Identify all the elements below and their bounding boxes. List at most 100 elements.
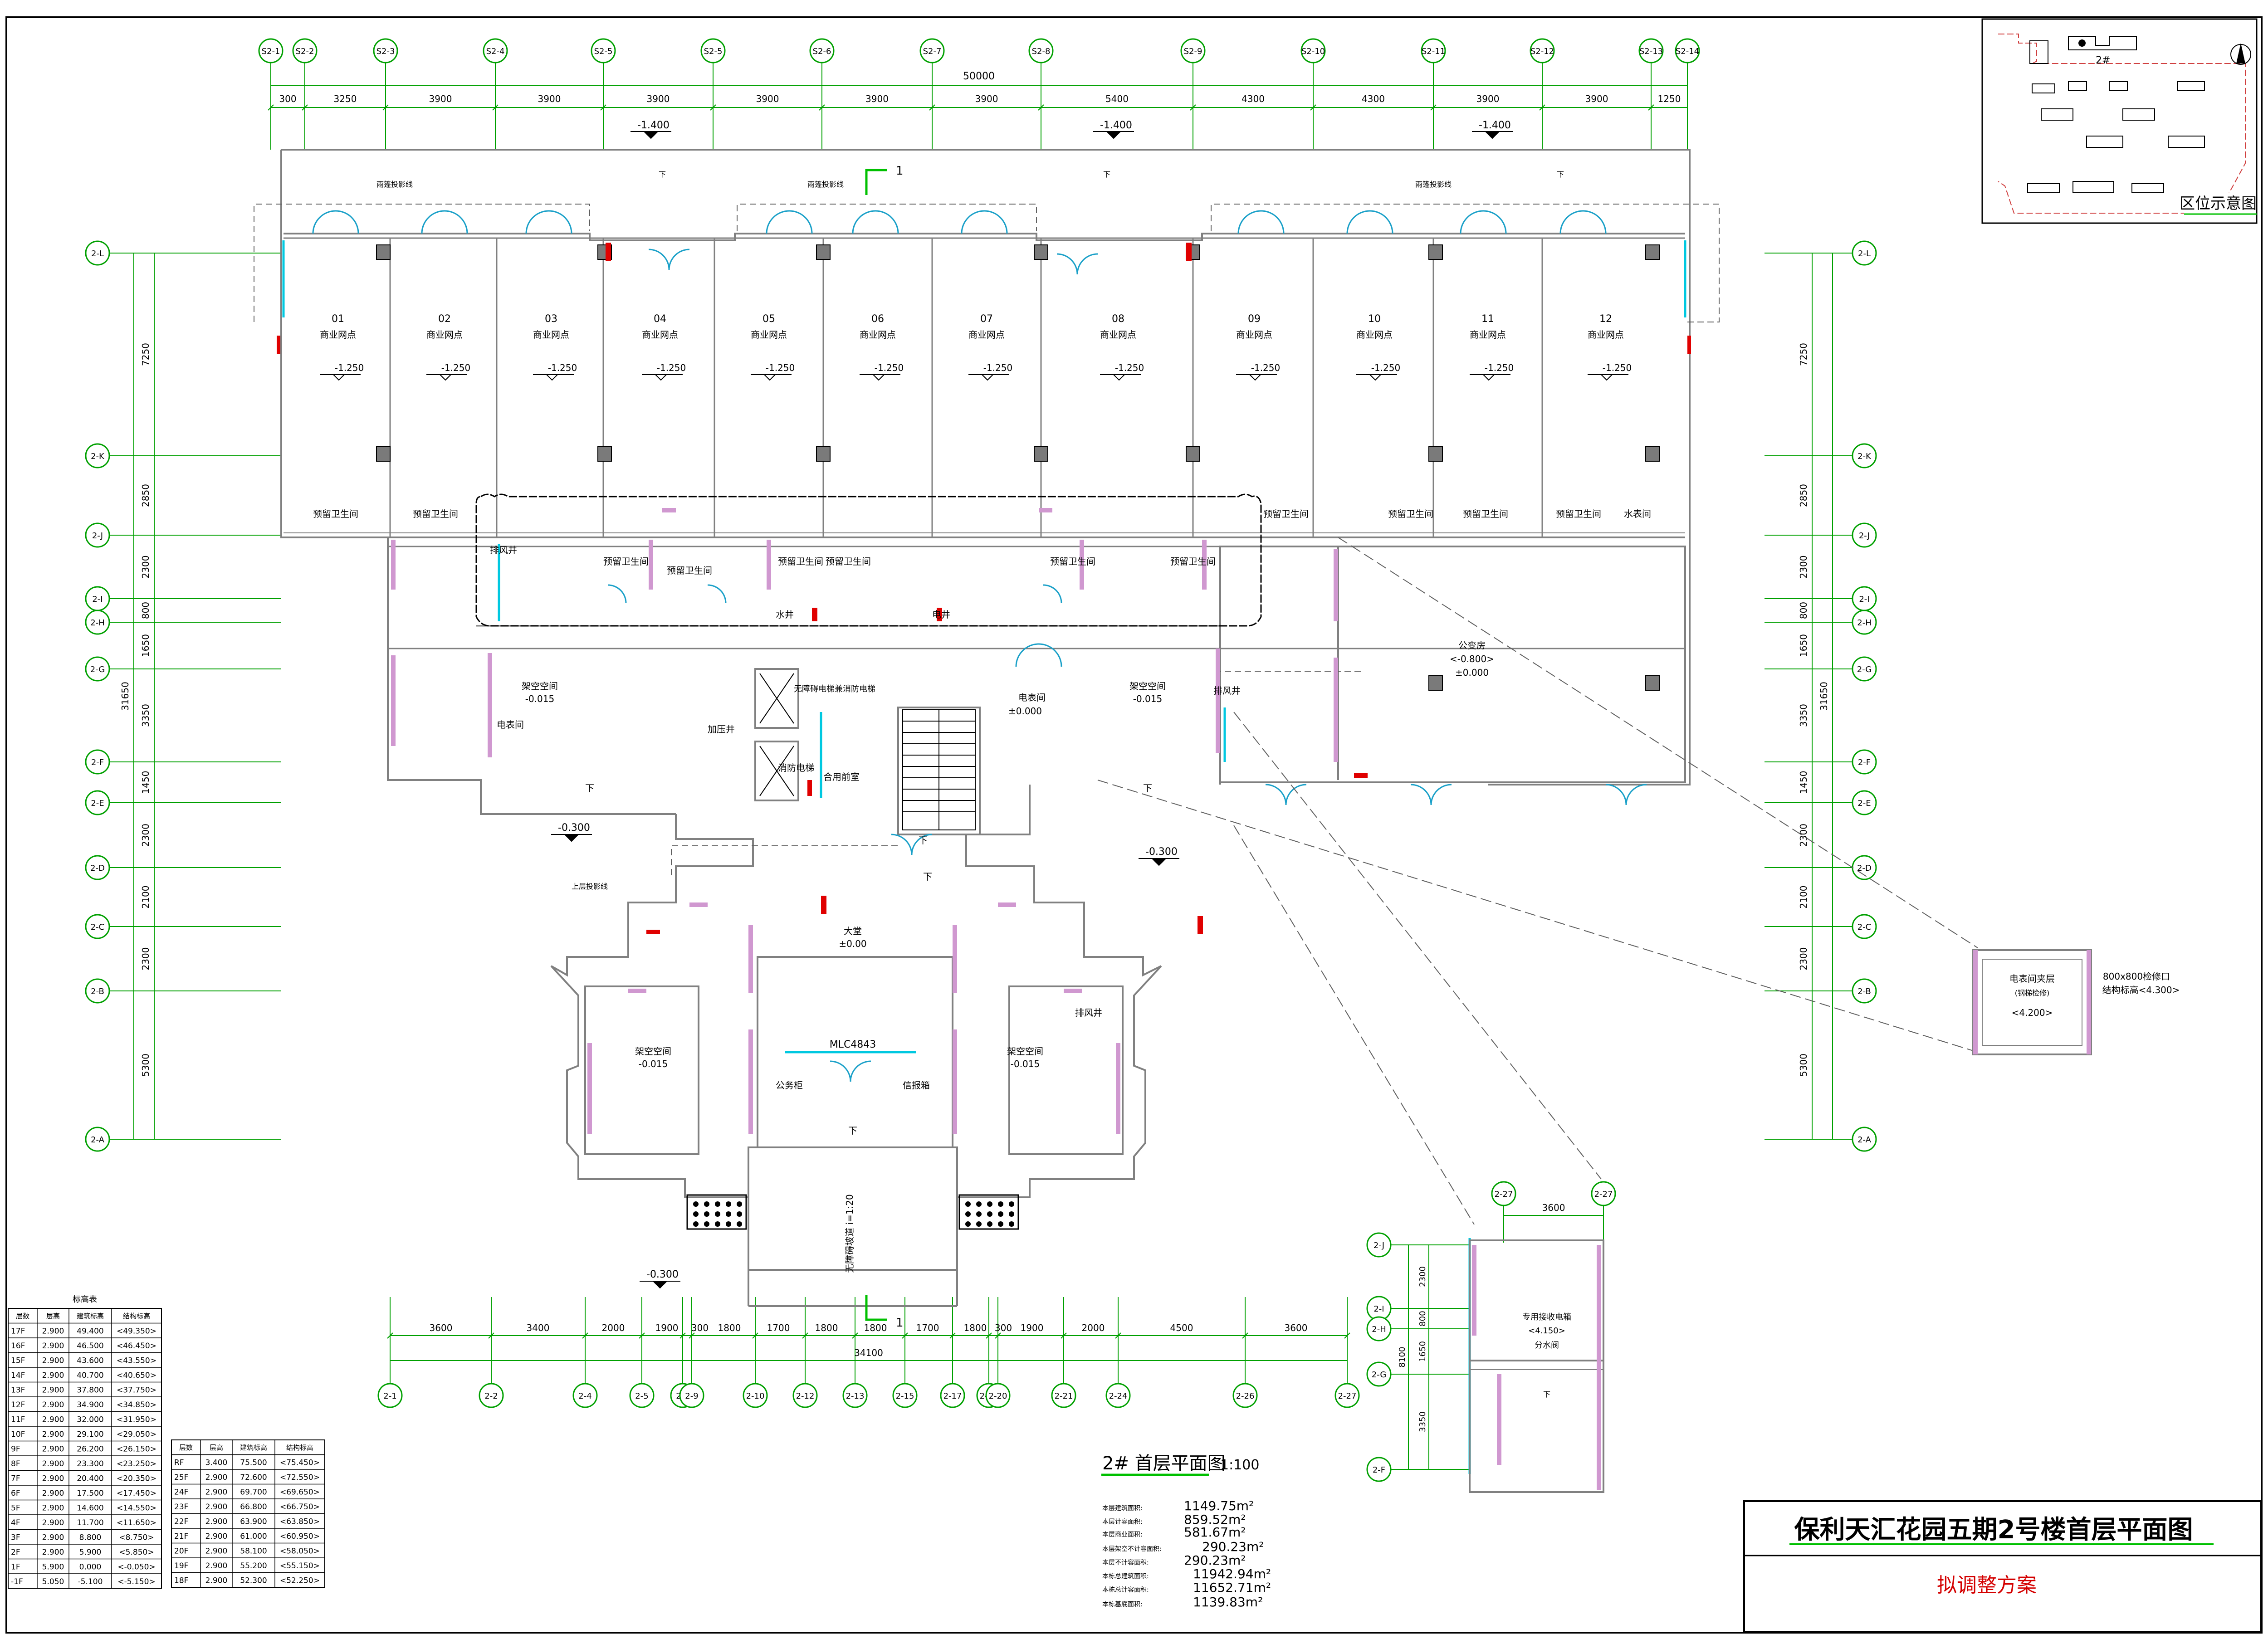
grid-bubble-left-2-label: 2-J (92, 531, 103, 541)
area-value-0: 1149.75m² (1184, 1498, 1254, 1513)
table-cell-5-3: <60.950> (280, 1532, 320, 1541)
label-down-8: 下 (1557, 170, 1564, 179)
top-dim-9: 4300 (1242, 93, 1265, 104)
grid-bubble-left-3: 2-I (85, 586, 110, 611)
detail-dim-1: 800 (1418, 1311, 1427, 1326)
grid-bubble-bottom-8: 2-13 (842, 1383, 868, 1408)
grid-bubble-detail-left-4: 2-F (1366, 1457, 1392, 1482)
label-wc-6: 预留卫生间 (826, 556, 871, 567)
grid-bubble-left-8-label: 2-D (90, 863, 105, 873)
grid-bubble-bottom-2: 2-4 (572, 1383, 598, 1408)
grid-bubble-right-2-label: 2-J (1859, 531, 1870, 541)
shop-partitions (389, 238, 1543, 537)
view-title-text: 2# 首层平面图 (1102, 1453, 1226, 1474)
grid-bubble-left-9: 2-C (85, 914, 110, 939)
area-label-2: 本层商业面积: (1102, 1531, 1143, 1538)
table-cell-13-1: 2.900 (42, 1518, 64, 1527)
table-header-2: 建筑标高 (77, 1312, 104, 1320)
top-dim-10: 4300 (1362, 93, 1385, 104)
label-down-7: 下 (1103, 170, 1110, 179)
shop-name-10: 商业网点 (1356, 329, 1393, 340)
grid-bubble-top-11-label: S2-11 (1422, 47, 1445, 56)
table-cell-1-1: 2.900 (205, 1473, 228, 1482)
grid-bubble-bottom-9: 2-15 (892, 1383, 918, 1408)
grid-bubble-bottom-13: 2-21 (1051, 1383, 1076, 1408)
label-lobby: 大堂 (844, 926, 862, 937)
grid-bubble-right-0: 2-L (1852, 240, 1877, 266)
detail-dim-2: 1650 (1418, 1341, 1427, 1362)
grid-bubble-right-3: 2-I (1852, 586, 1877, 611)
grid-bubble-top-9: S2-9 (1180, 38, 1206, 63)
label-void-tr: 架空空间 (1129, 681, 1166, 692)
corridor-revision-cloud (475, 493, 1262, 627)
label-void-tl: 架空空间 (522, 681, 558, 692)
table-cell-4-2: 37.800 (77, 1386, 103, 1395)
grid-bubble-bottom-13-label: 2-21 (1055, 1391, 1073, 1401)
label-wc-1: 预留卫生间 (313, 508, 358, 519)
bottom-dim-10: 1800 (964, 1322, 987, 1333)
table-cell-6-2: 58.100 (240, 1547, 267, 1556)
table-cell-9-1: 2.900 (42, 1459, 64, 1468)
right-dim-10: 5300 (1798, 1054, 1809, 1077)
label-elec-1: 电表间 (497, 719, 524, 730)
grid-bubble-left-5-label: 2-G (90, 665, 105, 674)
top-dim-5: 3900 (756, 93, 779, 104)
shop-name-06: 商业网点 (860, 329, 896, 340)
table-cell-16-0: 1F (11, 1563, 20, 1572)
right-dim-3: 800 (1798, 602, 1809, 619)
shop-labels: 01商业网点-1.25002商业网点-1.25003商业网点-1.25004商业… (320, 313, 1632, 381)
elev-m0300-1: -0.300 (558, 822, 590, 834)
grid-bubble-bottom-1: 2-2 (479, 1383, 504, 1408)
table-cell-9-2: 23.300 (77, 1459, 103, 1468)
shop-elev-06: -1.250 (875, 362, 904, 373)
table-cell-14-1: 2.900 (42, 1533, 64, 1542)
table-cell-10-1: 2.900 (42, 1474, 64, 1483)
shop-elev-03: -1.250 (548, 362, 577, 373)
right-dim-7: 2300 (1798, 824, 1809, 847)
shop-name-09: 商业网点 (1236, 329, 1272, 340)
table-cell-0-2: 75.500 (240, 1459, 267, 1468)
drawing-status: 拟调整方案 (1937, 1574, 2037, 1597)
label-wc-5: 预留卫生间 (778, 556, 823, 567)
label-down-2: 下 (1143, 783, 1152, 794)
elev-m0300-3: -0.300 (646, 1269, 679, 1280)
grid-bubble-top-8: S2-8 (1028, 38, 1054, 63)
grid-bubble-left-11: 2-A (85, 1127, 110, 1152)
grid-bubble-bottom-16: 2-27 (1334, 1383, 1360, 1408)
detail-top-dim: 3600 (1542, 1202, 1565, 1213)
top-dim-11: 3900 (1476, 93, 1500, 104)
table-cell-15-3: <5.850> (119, 1548, 154, 1557)
table-cell-4-3: <37.750> (117, 1386, 156, 1395)
table-cell-8-1: 2.900 (205, 1576, 228, 1585)
grid-bubble-bottom-14-label: 2-24 (1109, 1391, 1128, 1401)
grid-bubble-right-10-label: 2-B (1857, 987, 1871, 996)
grid-bubble-right-8-label: 2-D (1857, 863, 1872, 873)
table-header-0: 层数 (179, 1444, 193, 1452)
table-cell-15-1: 2.900 (42, 1548, 64, 1557)
doors (312, 210, 1647, 1082)
label-water-well: 水井 (776, 609, 794, 620)
grid-bubble-bottom-15: 2-26 (1232, 1383, 1258, 1408)
bottom-dim-5: 1800 (718, 1322, 741, 1333)
shop-name-03: 商业网点 (533, 329, 569, 340)
table-cell-8-2: 26.200 (77, 1445, 103, 1454)
label-substation: 公变房 (1458, 640, 1486, 651)
right-dim-8: 2100 (1798, 886, 1809, 909)
top-dim-6: 3900 (865, 93, 889, 104)
shop-name-04: 商业网点 (642, 329, 678, 340)
label-public-cabinet: 公务柜 (776, 1080, 803, 1091)
grid-bubble-detail-left-3-label: 2-G (1372, 1370, 1387, 1380)
detail-dim-0: 2300 (1418, 1266, 1427, 1287)
table-cell-2-2: 43.600 (77, 1356, 103, 1366)
label-void-br: 架空空间 (1007, 1046, 1043, 1057)
table-cell-8-2: 52.300 (240, 1576, 267, 1585)
grid-bubble-bottom-8-label: 2-13 (846, 1391, 865, 1401)
mezz-note1: 800x800检修口 (2103, 971, 2170, 982)
label-canopy-1: 雨篷投影线 (376, 180, 413, 189)
table-cell-2-0: 24F (174, 1488, 188, 1497)
grid-bubble-left-4: 2-H (85, 610, 110, 635)
grid-bubble-right-9: 2-C (1852, 914, 1877, 939)
label-down-3: 下 (848, 1125, 857, 1136)
detail-dim-3: 3350 (1418, 1411, 1427, 1432)
